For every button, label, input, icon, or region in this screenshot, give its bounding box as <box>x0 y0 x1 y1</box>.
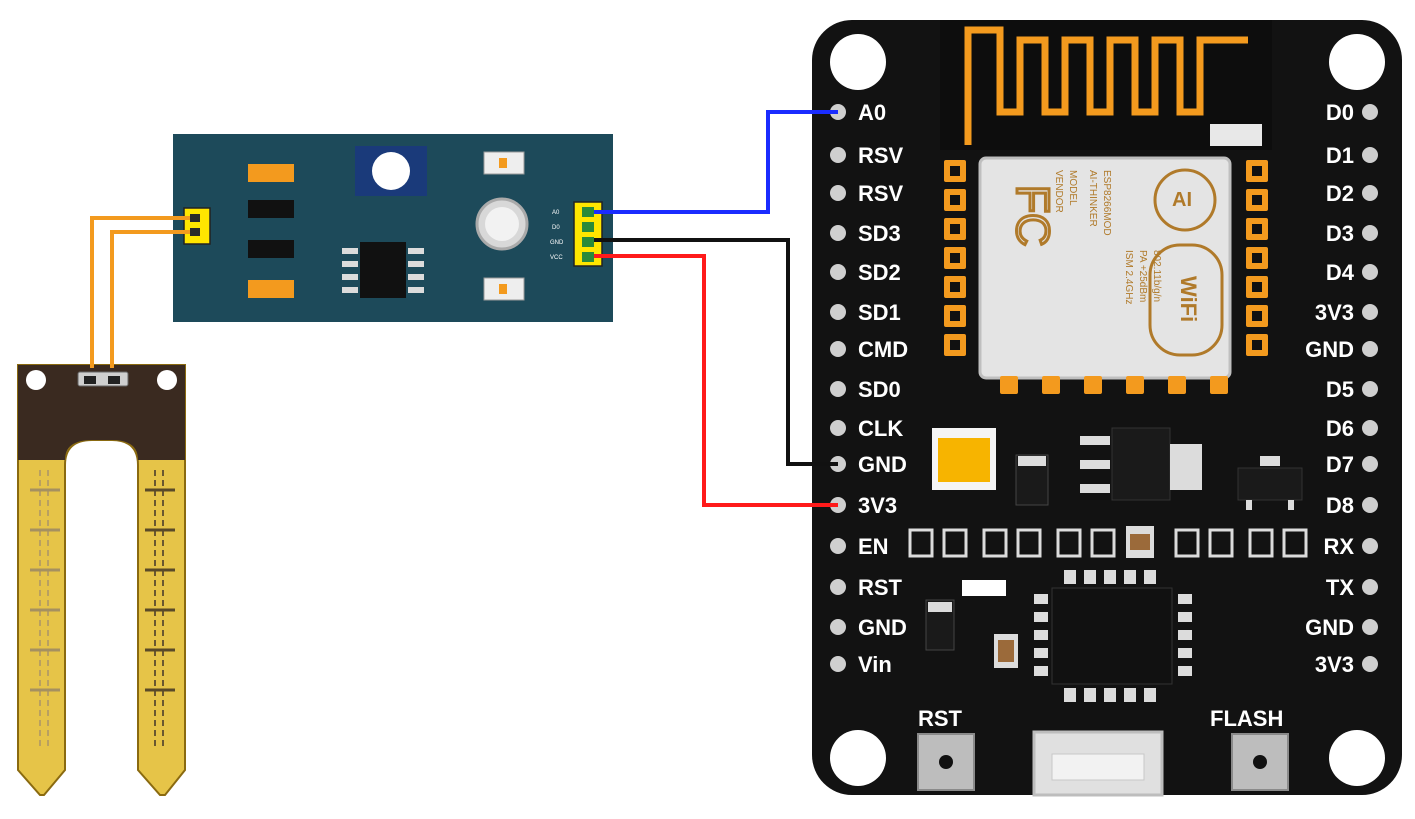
pin-label-d4: D4 <box>1326 260 1355 285</box>
flash-button[interactable] <box>1231 733 1289 791</box>
pin-hole-gnd-left-2 <box>830 619 846 635</box>
pin-label-d1: D1 <box>1326 143 1354 168</box>
chip-line-4: ISM 2.4GHz <box>1123 250 1134 304</box>
pin-label-vin: Vin <box>858 652 892 677</box>
pin-label-d7: D7 <box>1326 452 1354 477</box>
pin-hole-d1 <box>1362 147 1378 163</box>
rst-button-label: RST <box>918 706 963 731</box>
pin-hole-sd1 <box>830 304 846 320</box>
pin-label-gnd-left-1: GND <box>858 452 907 477</box>
chip-line-5: PA +25dBm <box>1137 250 1148 302</box>
chip-line-2: ESP8266MOD <box>1101 170 1112 236</box>
pin-label-tx: TX <box>1326 575 1354 600</box>
nodemcu-board: FC AI WiFi MODEL VENDOR ESP8266MOD AI-TH… <box>812 20 1402 797</box>
pin-label-d5: D5 <box>1326 377 1354 402</box>
pin-hole-tx <box>1362 579 1378 595</box>
pin-label-d8: D8 <box>1326 493 1354 518</box>
pin-label-a0: A0 <box>858 100 886 125</box>
pin-hole-d4 <box>1362 264 1378 280</box>
chip-wifi-logo: WiFi <box>1148 243 1224 357</box>
pin-hole-d0 <box>1362 104 1378 120</box>
pin-hole-clk <box>830 420 846 436</box>
pin-hole-3v3-right-2 <box>1362 656 1378 672</box>
pin-hole-gnd-right-1 <box>1362 341 1378 357</box>
pin-label-d0: D0 <box>1326 100 1354 125</box>
pin-label-gnd-right-2: GND <box>1305 615 1354 640</box>
wires <box>90 110 838 507</box>
pin-label-cmd: CMD <box>858 337 908 362</box>
rst-button[interactable] <box>917 733 975 791</box>
sensor-pin-label-gnd: GND <box>550 240 564 246</box>
pin-hole-rsv-1 <box>830 147 846 163</box>
pin-hole-d3 <box>1362 225 1378 241</box>
pin-hole-rx <box>1362 538 1378 554</box>
pin-hole-d8 <box>1362 497 1378 513</box>
probe-wire-1 <box>90 216 190 368</box>
sensor-pin-label-a0: A0 <box>552 210 560 216</box>
pin-label-3v3-right-2: 3V3 <box>1315 652 1354 677</box>
pin-hole-d5 <box>1362 381 1378 397</box>
pin-hole-sd0 <box>830 381 846 397</box>
pin-hole-gnd-right-2 <box>1362 619 1378 635</box>
sensor-pin-label-vcc: VCC <box>550 255 563 261</box>
right-pin-header: D0 D1 D2 D3 D4 3V3 GND D5 D6 D7 D8 RX TX <box>1305 100 1378 677</box>
pin-label-d3: D3 <box>1326 221 1354 246</box>
pin-label-en: EN <box>858 534 889 559</box>
pin-label-d2: D2 <box>1326 181 1354 206</box>
pin-label-sd2: SD2 <box>858 260 901 285</box>
chip-line-0: MODEL <box>1067 170 1078 206</box>
pin-hole-3v3-right-1 <box>1362 304 1378 320</box>
soil-moisture-probe <box>17 364 186 796</box>
pin-label-sd0: SD0 <box>858 377 901 402</box>
analog-wire-a0 <box>594 110 838 214</box>
pin-label-3v3-right-1: 3V3 <box>1315 300 1354 325</box>
pin-hole-d6 <box>1362 420 1378 436</box>
probe-wire-2 <box>110 230 190 368</box>
pin-label-3v3-left: 3V3 <box>858 493 897 518</box>
pin-hole-en <box>830 538 846 554</box>
pin-label-gnd-left-2: GND <box>858 615 907 640</box>
pin-hole-d7 <box>1362 456 1378 472</box>
pin-label-gnd-right-1: GND <box>1305 337 1354 362</box>
left-pin-header: A0 RSV RSV SD3 SD2 SD1 CMD SD0 CLK GND 3… <box>830 100 908 677</box>
power-wire-3v3 <box>594 254 838 507</box>
pin-hole-cmd <box>830 341 846 357</box>
pin-hole-d2 <box>1362 185 1378 201</box>
pin-hole-vin <box>830 656 846 672</box>
chip-line-1: VENDOR <box>1053 170 1064 213</box>
pin-hole-sd3 <box>830 225 846 241</box>
pin-hole-rsv-2 <box>830 185 846 201</box>
pin-label-sd1: SD1 <box>858 300 901 325</box>
sensor-pin-label-d0: D0 <box>552 225 560 231</box>
chip-wifi-text: WiFi <box>1176 276 1201 322</box>
sensor-module: A0 D0 GND VCC <box>173 134 613 322</box>
pin-label-rsv-1: RSV <box>858 143 904 168</box>
chip-ai-logo: AI <box>1153 168 1217 232</box>
ground-wire <box>594 238 838 466</box>
pin-hole-sd2 <box>830 264 846 280</box>
pin-label-rsv-2: RSV <box>858 181 904 206</box>
chip-fc-mark: FC <box>1007 185 1059 246</box>
chip-line-6: 802.11b/g/n <box>1151 250 1162 302</box>
pin-hole-rst <box>830 579 846 595</box>
pin-label-clk: CLK <box>858 416 903 441</box>
pin-label-rst: RST <box>858 575 903 600</box>
chip-line-3: AI-THINKER <box>1087 170 1098 227</box>
pin-label-d6: D6 <box>1326 416 1354 441</box>
pin-label-sd3: SD3 <box>858 221 901 246</box>
pin-label-rx: RX <box>1323 534 1354 559</box>
flash-button-label: FLASH <box>1210 706 1283 731</box>
chip-ai-text: AI <box>1172 189 1192 211</box>
